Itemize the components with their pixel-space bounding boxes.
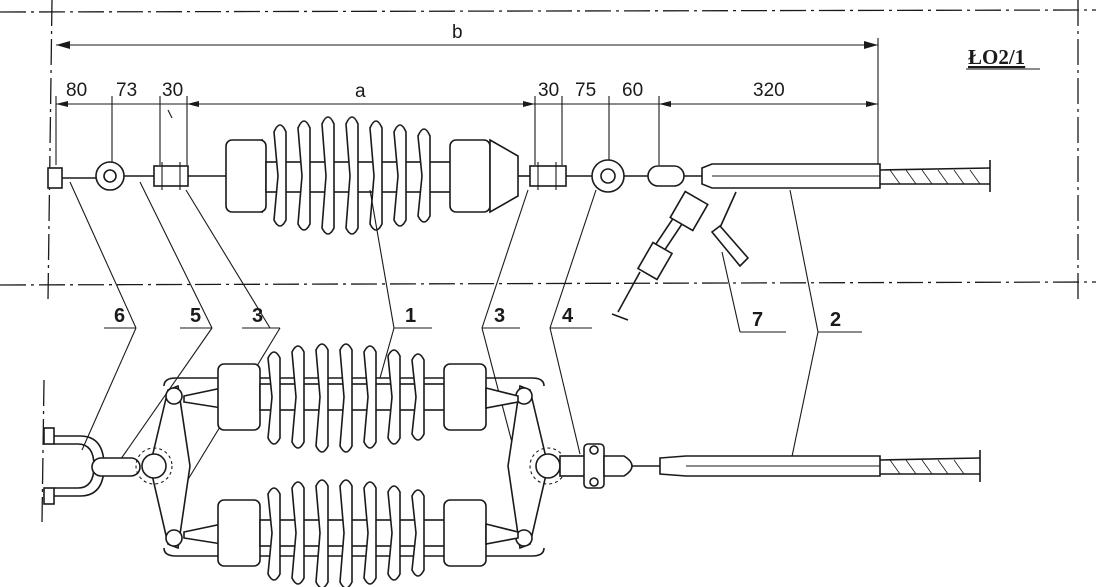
double-insulator-string [43, 343, 981, 587]
dimension-30-left: 30 [162, 80, 183, 101]
callout-6: 6 [114, 305, 125, 327]
dimension-a: a [355, 81, 366, 102]
callout-3-right: 3 [494, 305, 505, 327]
callout-3-left: 3 [252, 305, 263, 327]
reference-lines [0, 0, 1096, 523]
dimension-75: 75 [575, 80, 596, 101]
single-insulator-string [47, 116, 991, 321]
callout-2: 2 [830, 309, 841, 331]
dimension-320: 320 [753, 80, 785, 101]
dimension-80: 80 [66, 80, 87, 101]
callout-5: 5 [190, 305, 201, 327]
dimension-60: 60 [622, 80, 643, 101]
callout-4: 4 [562, 305, 574, 327]
dimension-30-right: 30 [538, 80, 559, 101]
dimension-73: 73 [116, 80, 137, 101]
dimension-b: b [56, 22, 879, 180]
drawing-code: ŁO2/1 [968, 45, 1025, 69]
dimension-b-label: b [452, 22, 463, 43]
dimension-chain: 80 73 30 a 30 75 60 320 [55, 80, 878, 165]
callout-leaders [69, 181, 862, 497]
callout-7: 7 [752, 309, 763, 331]
callout-1: 1 [405, 305, 416, 327]
